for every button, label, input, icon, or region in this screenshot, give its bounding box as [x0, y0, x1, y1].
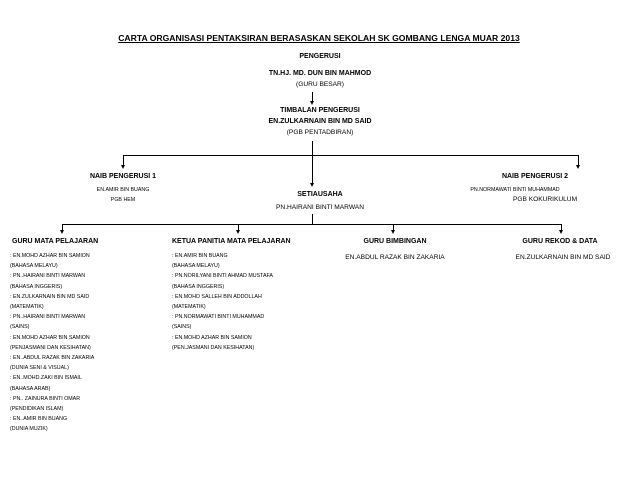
setiausaha-name: PN.HAIRANI BINTI MARWAN — [276, 204, 364, 211]
pengerusi-name: TN.HJ. MD. DUN BIN MAHMOD — [268, 70, 372, 77]
naib1-role: PGB HEM — [110, 197, 136, 203]
connector-naib1 — [123, 155, 124, 167]
connector-level3-bar — [62, 224, 561, 225]
list-item: (BAHASA MELAYU) — [10, 263, 58, 270]
guru-mp-list: : EN.MOHD AZHAR BIN SAMION (BAHASA MELAY… — [10, 251, 94, 435]
list-item: : PN..HAIRANI BINTI MARWAN — [10, 314, 86, 321]
connector-pengerusi-timbalan — [312, 92, 313, 103]
setiausaha-heading: SETIAUSAHA — [297, 191, 343, 198]
timbalan-heading: TIMBALAN PENGERUSI — [280, 107, 360, 114]
list-item: (MATEMATIK) — [10, 304, 44, 311]
list-item: : EN..AMIR BIN BUANG — [10, 416, 68, 423]
list-item: : PN.NORMAWATI BINTI MUHAMMAD — [172, 314, 265, 321]
list-item: : EN.MOHD SALLEH BIN ADDOLLAH — [172, 293, 262, 300]
connector-guru-bimbingan — [393, 224, 394, 232]
connector-guru-mp — [62, 224, 63, 232]
naib1-heading: NAIB PENGERUSI 1 — [89, 173, 157, 180]
list-item: : EN.MOHD AZHAR BIN SAMION — [10, 334, 90, 341]
guru-bimbingan-heading: GURU BIMBINGAN — [363, 238, 427, 245]
arrow-guru-mp — [60, 230, 64, 234]
ketua-panitia-heading: KETUA PANITIA MATA PELAJARAN — [172, 238, 291, 245]
list-item: : EN..MOHD.ZAKI BIN ISMAIL — [10, 375, 82, 382]
naib2-name: PN.NORMAWATI BINTI MUHAMMAD — [470, 187, 560, 193]
connector-guru-rekod — [561, 224, 562, 232]
connector-setiausaha — [312, 155, 313, 185]
list-item: (PENJASMANI DAN KESIHATAN) — [10, 344, 91, 351]
list-item: (SAINS) — [172, 324, 192, 331]
naib2-role: PGB KOKURIKULUM — [512, 196, 578, 203]
connector-timbalan-bar — [312, 141, 313, 155]
arrow-naib2 — [576, 165, 580, 169]
list-item: : EN.AMIR BIN BUANG — [172, 253, 228, 259]
list-item: : EN.MOHD AZHAR BIN SAMION — [10, 253, 90, 259]
list-item: (SAINS) — [10, 324, 30, 331]
pengerusi-heading: PENGERUSI — [299, 53, 341, 60]
list-item: (BAHASA INGGERIS) — [172, 283, 225, 290]
list-item: (BAHASA ARAB) — [10, 385, 51, 392]
timbalan-role: (PGB PENTADBIRAN) — [286, 129, 354, 136]
list-item: (BAHASA MELAYU) — [172, 263, 220, 270]
list-item: (BAHASA INGGERIS) — [10, 283, 63, 290]
chart-title: CARTA ORGANISASI PENTAKSIRAN BERASASKAN … — [118, 33, 520, 43]
connector-setiausaha-bar — [312, 214, 313, 224]
guru-mp-heading: GURU MATA PELAJARAN — [12, 238, 99, 245]
list-item: (DUNIA SENI & VISUAL) — [10, 365, 69, 372]
naib1-name: EN.AMIR BIN BUANG — [96, 187, 150, 193]
arrow-timbalan — [310, 101, 314, 105]
list-item: : PN..HAIRANI BINTI MARWAN — [10, 273, 86, 280]
list-item: : EN.MOHD AZHAR BIN SAMION — [172, 334, 252, 341]
arrow-setiausaha — [310, 183, 314, 187]
naib2-heading: NAIB PENGERUSI 2 — [501, 173, 569, 180]
arrow-ketua-panitia — [236, 230, 240, 234]
list-item: : EN..ABDUL RAZAK BIN ZAKARIA — [10, 355, 95, 362]
connector-ketua-panitia — [238, 224, 239, 232]
list-item: : PN.. ZAINURA BINTI OMAR — [10, 395, 81, 402]
guru-rekod-name: EN.ZULKARNAIN BIN MD SAID — [515, 254, 611, 261]
connector-naib2 — [578, 155, 579, 167]
arrow-naib1 — [121, 165, 125, 169]
arrow-guru-rekod — [559, 230, 563, 234]
list-item: : PN.NORILYANI BINTI AHMAD MUSTAFA — [172, 273, 273, 280]
pengerusi-role: (GURU BESAR) — [296, 81, 344, 88]
guru-rekod-heading: GURU REKOD & DATA — [522, 238, 598, 245]
arrow-guru-bimbingan — [391, 230, 395, 234]
list-item: (MATEMATIK) — [172, 304, 206, 311]
list-item: (PEN.JASMANI DAN KESIHATAN) — [172, 344, 255, 351]
list-item: (DUNIA MUZIK) — [10, 426, 48, 433]
list-item: (PENDIDIKAN ISLAM) — [10, 406, 64, 413]
connector-level2-bar — [123, 155, 579, 156]
list-item: : EN.ZULKARNAIN BIN MD SAID — [10, 293, 90, 300]
ketua-panitia-list: : EN.AMIR BIN BUANG (BAHASA MELAYU) : PN… — [172, 251, 273, 353]
guru-bimbingan-name: EN.ABDUL RAZAK BIN ZAKARIA — [345, 254, 445, 261]
timbalan-name: EN.ZULKARNAIN BIN MD SAID — [268, 118, 372, 125]
